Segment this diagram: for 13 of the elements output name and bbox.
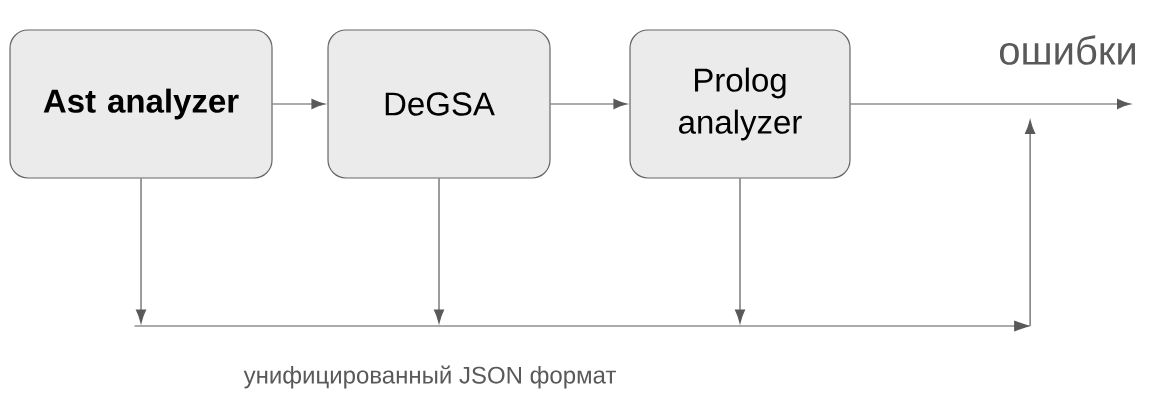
arrow bbox=[433, 178, 445, 324]
arrow bbox=[550, 98, 628, 110]
process-box: Ast analyzer bbox=[9, 29, 273, 179]
label-text: ошибки bbox=[999, 35, 1135, 65]
arrow bbox=[734, 178, 746, 324]
bus-line bbox=[133, 320, 1031, 332]
arrow bbox=[135, 178, 147, 324]
arrow bbox=[1025, 120, 1036, 327]
arrow bbox=[272, 98, 326, 110]
arrow bbox=[850, 98, 1131, 110]
process-box: DeGSA bbox=[327, 29, 551, 179]
label-text: унифицированный JSON формат bbox=[243, 365, 616, 389]
process-box: Prolog analyzer bbox=[629, 29, 851, 179]
